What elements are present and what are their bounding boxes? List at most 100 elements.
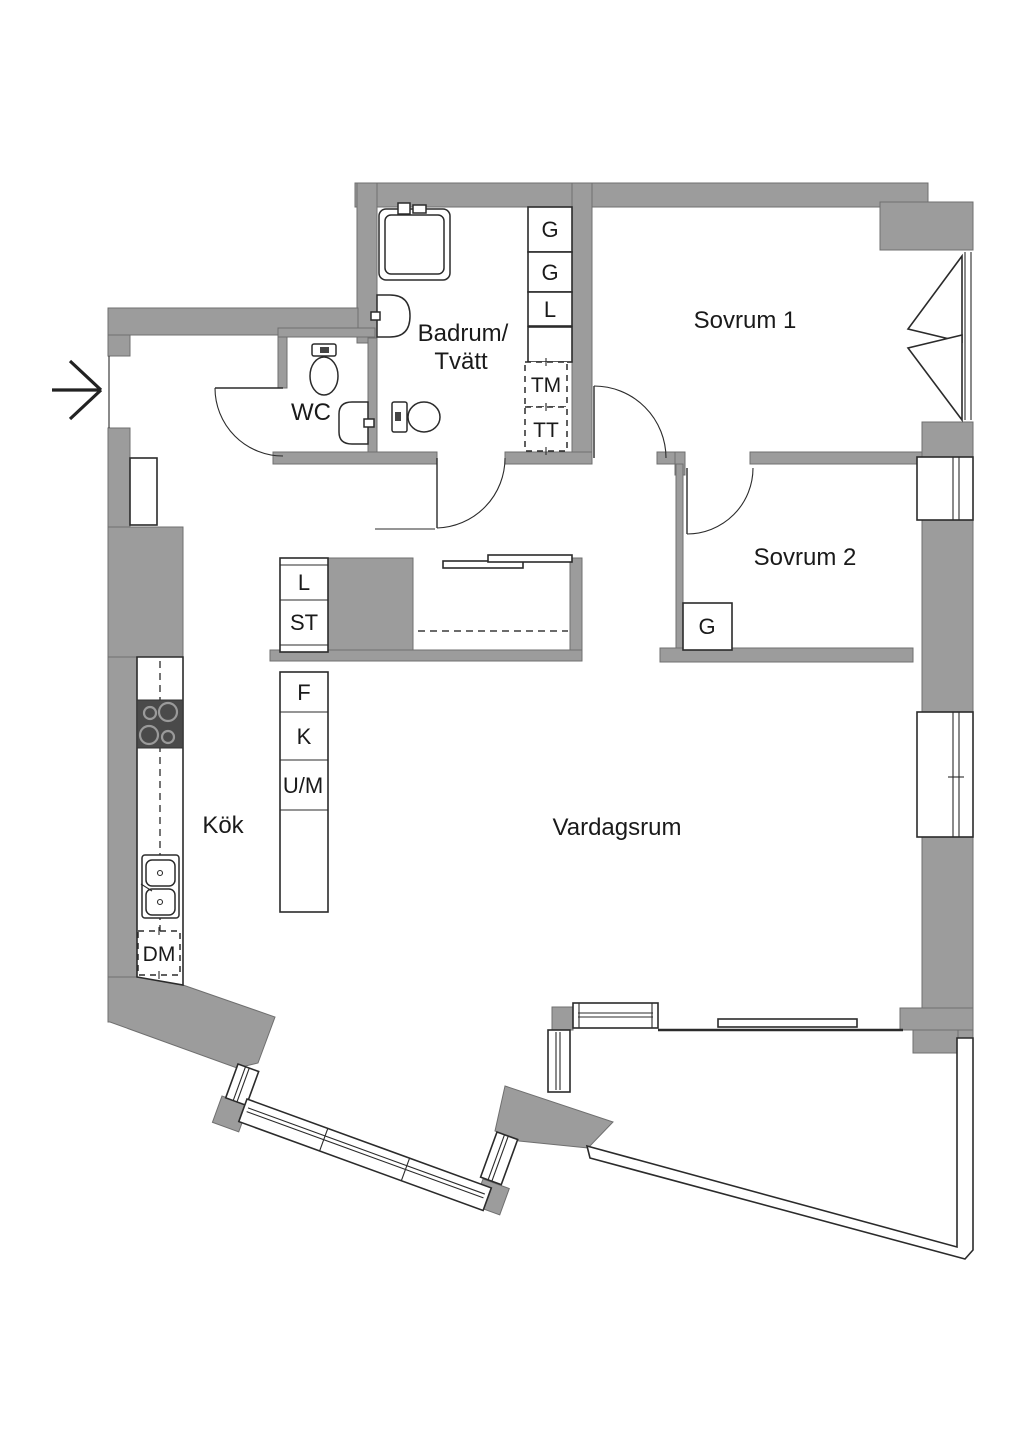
appliance-label: F xyxy=(297,680,310,705)
window-diagonal-band xyxy=(237,1097,493,1212)
room-label-bedroom1: Sovrum 1 xyxy=(694,307,797,334)
wall-top-right-block xyxy=(879,201,974,251)
closet-label: L xyxy=(544,297,556,322)
door-wc xyxy=(214,387,284,457)
wall-bedroom2-left xyxy=(675,463,684,651)
glass-pane-line xyxy=(246,1111,484,1199)
wall-wc-top xyxy=(277,327,376,338)
door-bedroom1 xyxy=(593,385,667,459)
shower-mixer xyxy=(397,202,411,215)
stove-icon xyxy=(136,699,184,749)
kitchen-sink-icon xyxy=(140,854,180,919)
wall-wardrobe-bottom xyxy=(269,649,583,662)
sink-bowl xyxy=(376,294,411,338)
glass-pane-line xyxy=(487,1134,506,1181)
bathroom-sink-icon xyxy=(370,294,411,338)
window-diagonal-small-1 xyxy=(224,1062,260,1107)
doors xyxy=(214,385,754,535)
room-label-bathroom: Badrum/ xyxy=(418,320,509,347)
casement-sash-lower xyxy=(906,333,963,423)
faucet xyxy=(140,883,153,892)
entrance-arrow-icon xyxy=(52,359,103,421)
bathroom-fixtures xyxy=(370,202,451,433)
entrance xyxy=(52,356,110,428)
appliance-label: DM xyxy=(143,943,176,966)
window-bedroom2 xyxy=(916,456,974,521)
door-bathroom xyxy=(375,457,506,530)
windows xyxy=(224,252,974,1212)
window-livingroom-east xyxy=(916,711,974,838)
closet-box xyxy=(279,557,329,653)
closet-label: G xyxy=(541,217,558,242)
wall-south-diagonal-block xyxy=(494,1085,614,1149)
balcony xyxy=(585,1018,974,1260)
wall-wc-bathroom-divider xyxy=(367,337,378,465)
sink-bowl xyxy=(145,888,176,916)
closet-box xyxy=(682,602,733,651)
wall-kitchen-left xyxy=(107,656,138,1023)
window-bedroom1-french xyxy=(906,252,972,423)
wall-bathroom-left xyxy=(356,182,378,344)
door-bedroom2 xyxy=(686,467,754,535)
door-swing-arc xyxy=(593,385,667,459)
wall-bedroom2-bottom xyxy=(659,647,914,663)
wall-east-1 xyxy=(921,421,974,458)
burner xyxy=(142,705,158,721)
appliance-dashed-box xyxy=(137,930,181,976)
faucet xyxy=(363,418,375,428)
appliance-label: TM xyxy=(531,374,561,397)
shower-icon xyxy=(378,202,451,281)
wall-east-5 xyxy=(912,1029,959,1054)
hall-wardrobe xyxy=(129,457,573,632)
appliance-dashed-box xyxy=(524,361,568,408)
wc-toilet-icon xyxy=(309,343,339,396)
flush-button xyxy=(395,412,401,421)
sliding-door-panel xyxy=(442,560,524,569)
walls xyxy=(107,182,974,1216)
wall-band-bathroom-bottom xyxy=(504,451,593,465)
faucet xyxy=(370,311,381,321)
drain xyxy=(156,869,164,877)
closet-column-hall: L ST xyxy=(279,557,329,653)
wall-wardrobe-right xyxy=(569,557,583,659)
closet-column-top: G G L TM TT xyxy=(524,206,573,455)
room-labels: Badrum/ Tvätt WC Sovrum 1 Sovrum 2 Kök V… xyxy=(202,307,856,841)
wall-left-wide-block xyxy=(107,526,184,658)
room-label-livingroom: Vardagsrum xyxy=(553,814,682,841)
wall-east-2 xyxy=(921,519,974,713)
appliance-dashed-box xyxy=(524,406,568,452)
window-livingroom-south-vertical xyxy=(547,1029,571,1093)
balcony-railing xyxy=(585,1037,974,1260)
dryer-symbol: TT xyxy=(524,403,568,455)
kitchen-counter: DM xyxy=(136,656,184,986)
counter-box xyxy=(527,326,573,363)
window-livingroom-south xyxy=(572,1002,659,1029)
shower-mixer xyxy=(412,204,427,214)
wall-wc-left xyxy=(277,336,288,389)
window-mullion xyxy=(400,1157,411,1181)
bathroom-toilet-icon xyxy=(391,401,441,433)
window-frame xyxy=(547,1029,571,1093)
closet-label: L xyxy=(298,570,310,595)
wall-hall-closet-block xyxy=(327,557,414,659)
room-label-wc: WC xyxy=(291,399,331,426)
burner xyxy=(138,724,160,746)
window-sill xyxy=(717,1018,858,1028)
door-swing-arc xyxy=(686,467,754,535)
dishwasher-symbol: DM xyxy=(137,927,181,979)
flush-button xyxy=(320,347,329,353)
wall-band-bedrooms xyxy=(749,451,924,465)
window-diagonal-small-2 xyxy=(479,1130,519,1186)
window-frame xyxy=(479,1130,519,1186)
wall-top xyxy=(354,182,929,208)
wc-sink-icon xyxy=(338,401,375,445)
window-frame xyxy=(916,456,974,521)
sink-bowl xyxy=(145,859,176,887)
wall-east-4 xyxy=(899,1007,974,1031)
glass-pane-line xyxy=(232,1066,247,1101)
window-mullion xyxy=(319,1128,329,1152)
wall-recess xyxy=(129,457,158,526)
shower-tray-inner xyxy=(384,214,445,275)
casement-sash-upper xyxy=(906,253,963,344)
